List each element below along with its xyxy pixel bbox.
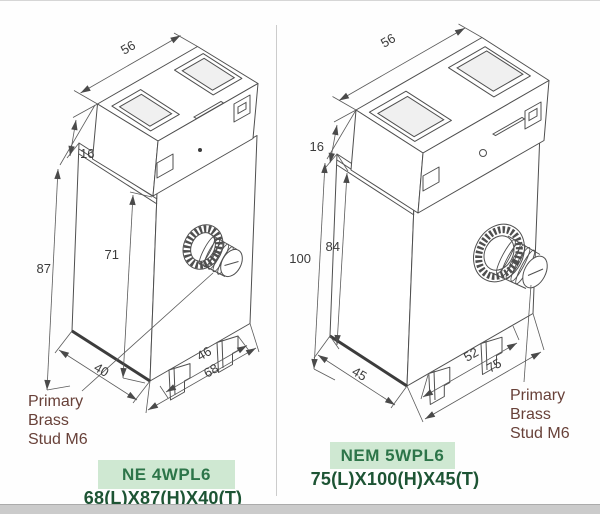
dim-label-depth: 40	[92, 360, 112, 380]
dim-label-body-height: 71	[105, 247, 119, 262]
device-body	[71, 135, 258, 383]
dim-label-top-width: 56	[378, 30, 398, 50]
dim-label-base-width: 75	[484, 355, 504, 375]
left-stud-label: Primary Brass Stud M6	[28, 393, 88, 448]
left-model-badge: NE 4WPL6	[98, 460, 235, 489]
right-size-label: 75(L)X100(H)X45(T)	[310, 469, 480, 489]
dim-label-head-height: 16	[310, 139, 324, 154]
knurled-flange	[475, 226, 523, 280]
device-head	[92, 46, 259, 197]
dim-label-base-width: 68	[201, 360, 221, 380]
vent-slot	[193, 100, 225, 120]
face-dot	[198, 148, 202, 152]
right-model-badge: NEM 5WPL6	[330, 442, 455, 469]
dim-label-body-height: 84	[326, 239, 340, 254]
left-size-label: 68(L)X87(H)X40(T)	[83, 488, 243, 508]
dim-label-depth: 45	[350, 364, 370, 384]
dimension-lines: 56 16 84 100 45 52	[289, 23, 545, 423]
right-diagram-panel: 56 16 84 100 45 52	[277, 1, 600, 514]
panel-divider	[276, 25, 277, 496]
right-stud-label: Primary Brass Stud M6	[510, 387, 570, 442]
clip-tab-left	[156, 153, 174, 179]
clip-tab-right	[233, 94, 251, 123]
primary-stud	[182, 224, 243, 278]
left-device-drawing: 56 16 87 71 40 46	[37, 32, 260, 414]
dim-label-head-height: 16	[80, 146, 94, 161]
right-device-drawing: 56 16 84 100 45 52	[289, 23, 550, 423]
dim-label-total-height: 87	[37, 261, 51, 276]
dim-label-total-height: 100	[289, 251, 311, 266]
face-hole	[479, 149, 487, 157]
dimension-lines: 56 16 87 71 40 46	[37, 32, 260, 414]
primary-stud	[473, 223, 548, 289]
left-diagram-panel: 56 16 87 71 40 46	[0, 1, 276, 514]
knurled-flange	[183, 225, 223, 269]
dim-label-top-width: 56	[118, 37, 138, 57]
clip-tab-left	[422, 166, 440, 192]
bottom-strip	[0, 504, 600, 514]
